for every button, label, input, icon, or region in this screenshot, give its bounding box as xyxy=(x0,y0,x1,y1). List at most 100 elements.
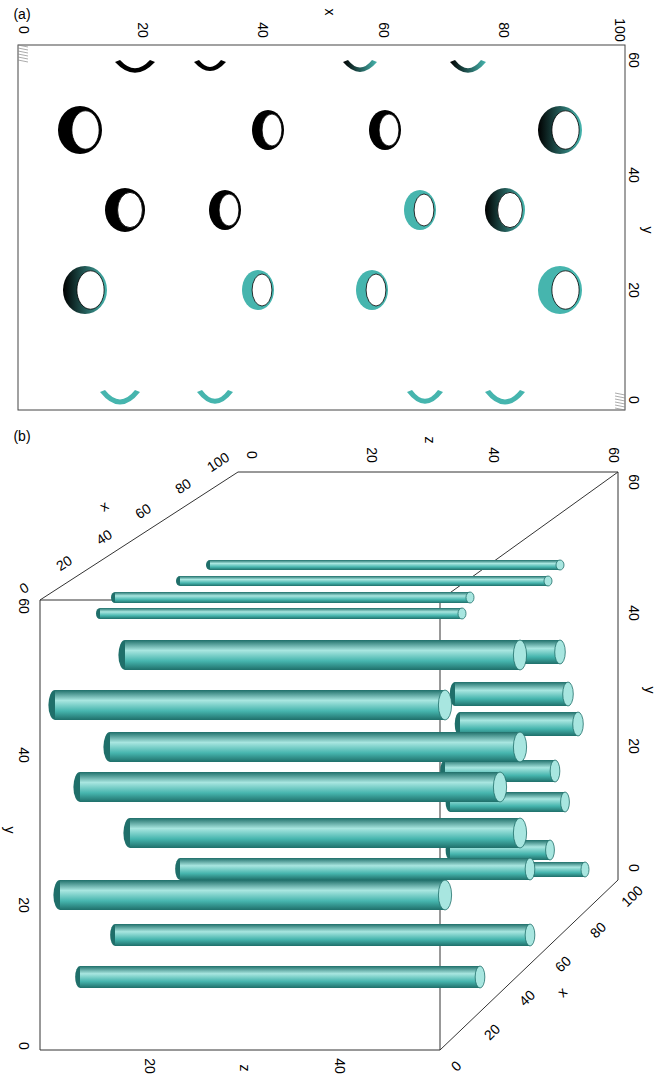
cylinder-end xyxy=(343,60,377,72)
axis-label: 60 xyxy=(607,447,621,463)
axis-label: 60 xyxy=(17,598,31,614)
cylinder-end xyxy=(242,270,274,310)
axis-label: 20 xyxy=(17,897,31,913)
corner-tick xyxy=(18,60,28,62)
cylinder xyxy=(48,690,451,720)
axis-label: 100 xyxy=(204,450,231,474)
cylinder-end xyxy=(538,106,582,154)
corner-tick xyxy=(18,51,28,53)
axis-label: y xyxy=(643,687,657,694)
axis-label: (b) xyxy=(13,429,30,443)
cylinder-end xyxy=(105,188,145,232)
axis-label: 0 xyxy=(627,396,641,404)
corner-tick xyxy=(18,48,28,50)
axis-label: (a) xyxy=(13,7,30,21)
axis-label: 20 xyxy=(143,1058,157,1074)
cylinder xyxy=(96,608,466,619)
axis-label: z xyxy=(423,437,437,444)
cylinder xyxy=(103,732,526,762)
axis-label: z xyxy=(238,1065,252,1072)
cylinder xyxy=(53,880,451,910)
cylinder xyxy=(118,640,526,670)
cylinder-end xyxy=(100,390,140,405)
box-edge xyxy=(40,1050,440,1051)
cylinder xyxy=(73,772,506,802)
cylinder-end xyxy=(404,190,436,230)
panel-b xyxy=(40,472,618,1050)
axis-label: 40 xyxy=(333,1058,347,1074)
cylinder-end xyxy=(197,390,233,404)
axis-label: 80 xyxy=(497,22,511,38)
axis-label: 100 xyxy=(619,883,646,909)
axis-label: 20 xyxy=(482,1022,503,1043)
axis-label: 60 xyxy=(553,954,574,975)
axis-label: 0 xyxy=(17,580,31,596)
corner-tick xyxy=(18,57,28,59)
axis-label: y xyxy=(3,827,17,834)
corner-tick xyxy=(615,408,625,410)
cylinder xyxy=(176,576,552,586)
axis-label: 40 xyxy=(627,167,641,183)
cylinder-end xyxy=(115,60,155,73)
axis-label: 40 xyxy=(17,747,31,763)
cylinder-end xyxy=(485,390,525,405)
cylinder xyxy=(175,858,535,880)
axis-label: 100 xyxy=(613,18,627,41)
axis-label: 40 xyxy=(517,988,538,1009)
cylinder xyxy=(206,560,564,570)
axis-label: x xyxy=(555,985,570,1000)
axis-label: 20 xyxy=(365,447,379,463)
axis-label: 0 xyxy=(448,1058,463,1073)
box-edge xyxy=(238,472,618,473)
axis-label: x xyxy=(97,498,110,514)
axis-label: 40 xyxy=(94,527,115,547)
cylinder-end xyxy=(450,60,486,73)
axis-label: 60 xyxy=(627,52,641,68)
cylinder-end xyxy=(369,110,401,150)
corner-tick xyxy=(615,393,625,395)
corner-tick xyxy=(615,405,625,407)
axis-label: 0 xyxy=(17,1042,31,1050)
cylinder-end xyxy=(63,266,107,314)
axis-label: 60 xyxy=(627,474,641,490)
corner-tick xyxy=(18,45,28,47)
axis-label: 20 xyxy=(627,282,641,298)
corner-tick xyxy=(615,399,625,401)
cylinder xyxy=(75,966,485,988)
axis-label: 0 xyxy=(627,864,641,872)
box-edge xyxy=(40,600,41,1050)
axis-label: 60 xyxy=(133,501,154,521)
corner-tick xyxy=(615,396,625,398)
cylinder-end xyxy=(209,190,241,230)
axis-label: 60 xyxy=(377,22,391,38)
axis-label: 20 xyxy=(627,738,641,754)
cylinder xyxy=(110,924,535,946)
cylinder-end xyxy=(58,106,102,154)
axis-label: y xyxy=(641,227,655,234)
axis-label: 20 xyxy=(54,553,75,573)
axis-label: 40 xyxy=(487,447,501,463)
cylinder xyxy=(111,592,474,603)
axis-label: 0 xyxy=(245,451,259,459)
cylinder-end xyxy=(252,110,284,150)
cylinder-end xyxy=(407,390,443,404)
box-edge xyxy=(618,472,619,880)
cylinder-end xyxy=(356,270,388,310)
box-edge xyxy=(440,880,618,1050)
cylinder xyxy=(450,682,574,706)
corner-tick xyxy=(18,54,28,56)
axis-label: 20 xyxy=(136,22,150,38)
axis-label: 40 xyxy=(627,605,641,621)
cylinder-end xyxy=(194,60,226,71)
cylinder xyxy=(123,818,526,848)
axis-label: 0 xyxy=(17,26,31,34)
axis-label: 80 xyxy=(173,476,194,496)
cylinder-end xyxy=(538,266,582,314)
plot-box xyxy=(18,45,625,410)
axis-label: 80 xyxy=(588,920,609,941)
corner-tick xyxy=(615,402,625,404)
axis-label: 40 xyxy=(256,22,270,38)
panel-a xyxy=(18,45,625,410)
axis-label: x xyxy=(323,9,337,16)
